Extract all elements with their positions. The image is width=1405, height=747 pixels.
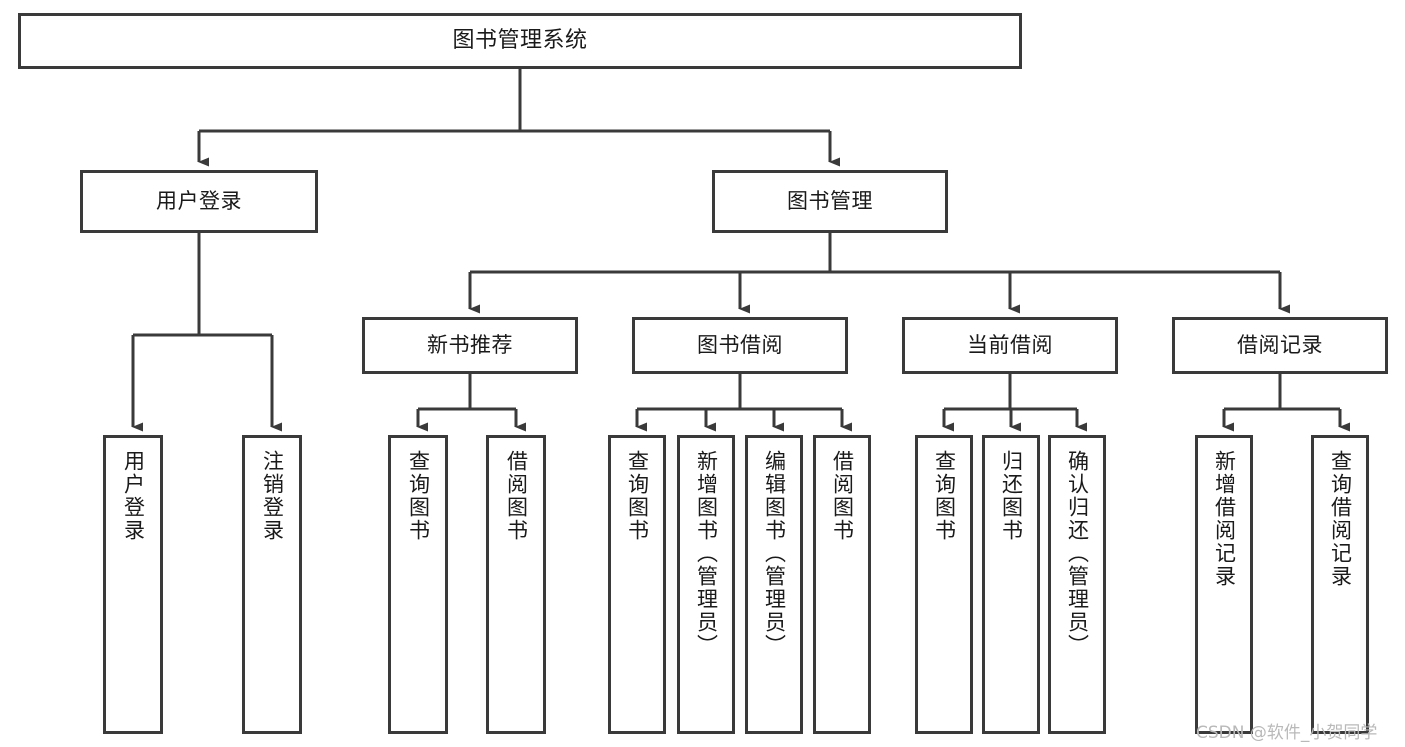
watermark-text: CSDN @软件_小贺同学 (1196, 723, 1378, 743)
node-leaf-query-book-rec[interactable]: 查询图书 (388, 435, 448, 734)
node-leaf-query-book-borrow[interactable]: 查询图书 (608, 435, 666, 734)
node-leaf-edit-book-label: 编辑图书（管理员） (762, 450, 787, 657)
node-leaf-add-book-label: 新增图书（管理员） (694, 450, 719, 657)
node-leaf-return-book[interactable]: 归还图书 (982, 435, 1040, 734)
node-leaf-query-book-cur[interactable]: 查询图书 (915, 435, 973, 734)
node-new-book-recommend-label: 新书推荐 (427, 333, 513, 358)
node-leaf-borrow-book[interactable]: 借阅图书 (813, 435, 871, 734)
node-user-login-label: 用户登录 (156, 189, 242, 214)
node-book-manage-label: 图书管理 (787, 189, 873, 214)
node-leaf-user-logout-label: 注销登录 (260, 450, 285, 542)
node-leaf-return-book-label: 归还图书 (999, 450, 1024, 542)
node-borrow-record[interactable]: 借阅记录 (1172, 317, 1388, 374)
node-leaf-edit-book[interactable]: 编辑图书（管理员） (745, 435, 803, 734)
node-leaf-user-login[interactable]: 用户登录 (103, 435, 163, 734)
node-leaf-query-book-rec-label: 查询图书 (406, 450, 431, 542)
node-leaf-confirm-return[interactable]: 确认归还（管理员） (1048, 435, 1106, 734)
node-leaf-user-login-label: 用户登录 (121, 450, 146, 542)
node-leaf-query-book-borrow-label: 查询图书 (625, 450, 650, 542)
node-leaf-add-record-label: 新增借阅记录 (1212, 450, 1237, 588)
node-leaf-add-book[interactable]: 新增图书（管理员） (677, 435, 735, 734)
node-current-borrow[interactable]: 当前借阅 (902, 317, 1118, 374)
node-leaf-borrow-book-label: 借阅图书 (830, 450, 855, 542)
node-leaf-confirm-return-label: 确认归还（管理员） (1065, 450, 1090, 657)
node-leaf-borrow-book-rec-label: 借阅图书 (504, 450, 529, 542)
node-leaf-user-logout[interactable]: 注销登录 (242, 435, 302, 734)
node-current-borrow-label: 当前借阅 (967, 333, 1053, 358)
node-root[interactable]: 图书管理系统 (18, 13, 1022, 69)
node-book-manage[interactable]: 图书管理 (712, 170, 948, 233)
node-new-book-recommend[interactable]: 新书推荐 (362, 317, 578, 374)
node-leaf-add-record[interactable]: 新增借阅记录 (1195, 435, 1253, 734)
node-leaf-query-book-cur-label: 查询图书 (932, 450, 957, 542)
node-leaf-borrow-book-rec[interactable]: 借阅图书 (486, 435, 546, 734)
node-borrow-record-label: 借阅记录 (1237, 333, 1323, 358)
node-book-borrow-label: 图书借阅 (697, 333, 783, 358)
node-user-login[interactable]: 用户登录 (80, 170, 318, 233)
node-book-borrow[interactable]: 图书借阅 (632, 317, 848, 374)
node-leaf-query-record-label: 查询借阅记录 (1328, 450, 1353, 588)
node-root-label: 图书管理系统 (452, 28, 588, 54)
node-leaf-query-record[interactable]: 查询借阅记录 (1311, 435, 1369, 734)
